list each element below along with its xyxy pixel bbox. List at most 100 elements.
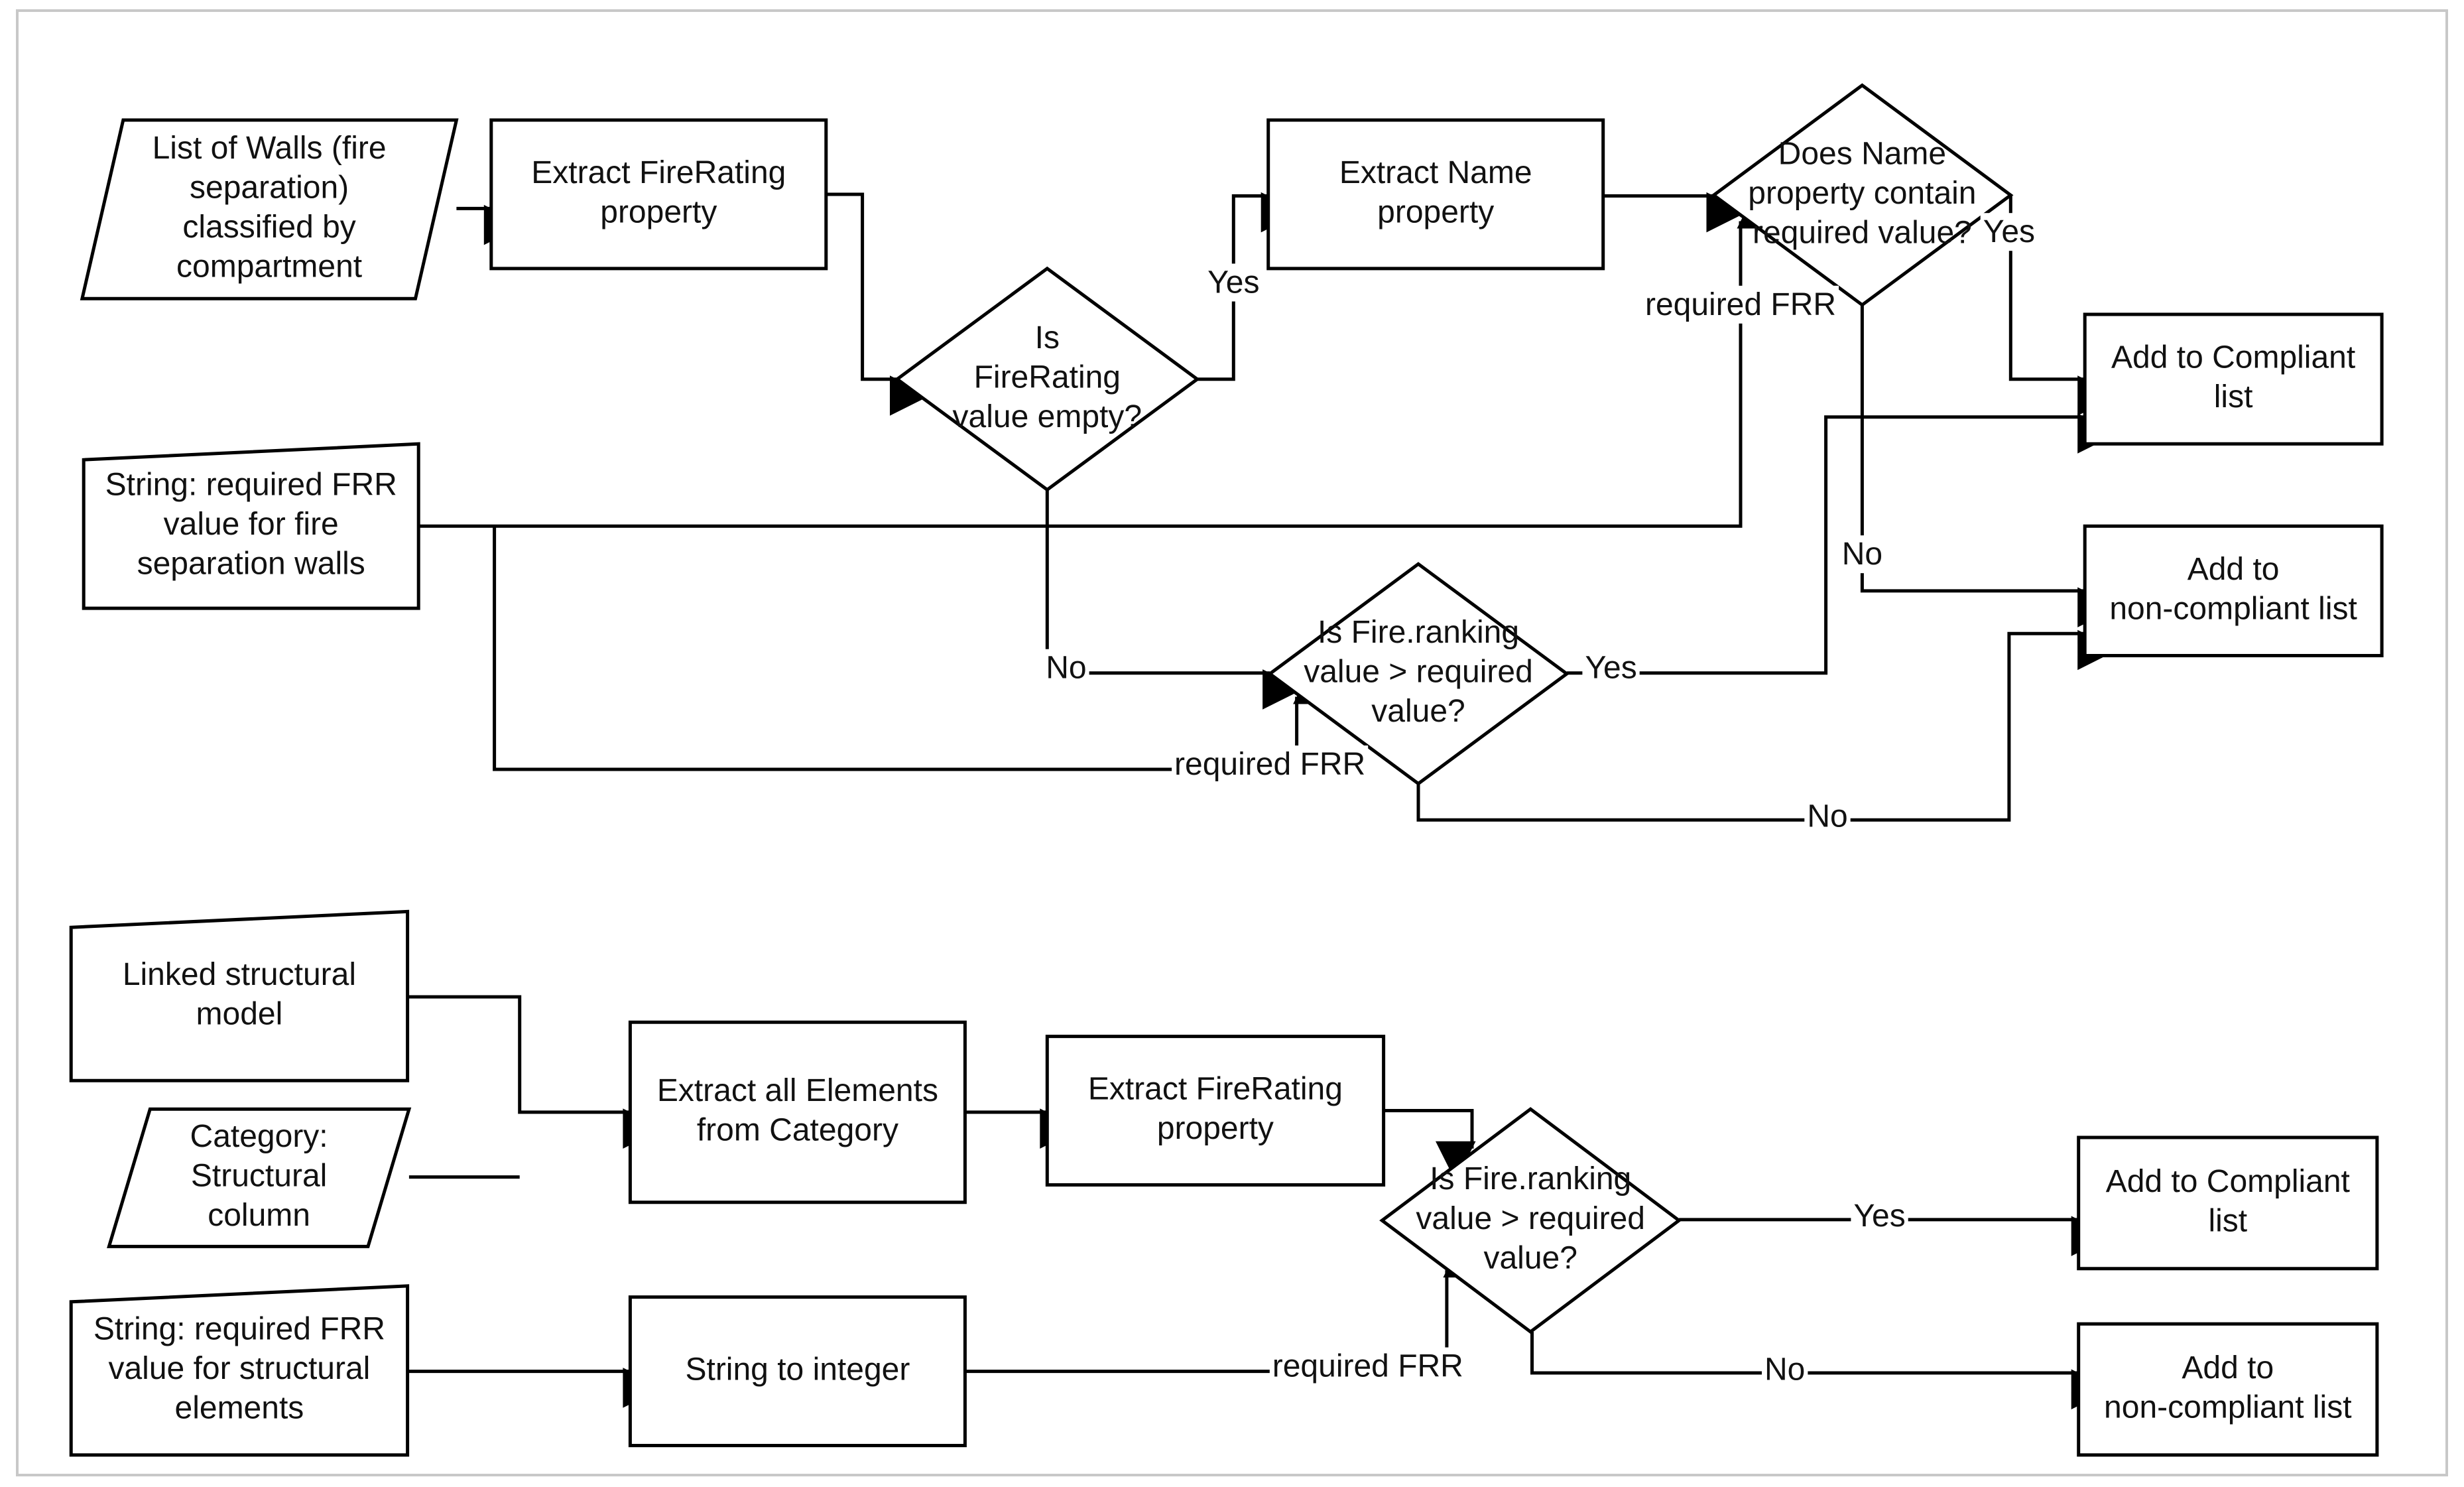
edge-label-text: required FRR [1174,747,1365,782]
connector-is_fire_ranking_1-to-noncompliant_1 [1416,629,2118,822]
rect-shape [1045,1035,1386,1187]
node-label-line: property [1377,194,1494,229]
node-label-line: String to integer [685,1352,910,1387]
edge-label-background [1642,285,1839,324]
node-label-line: non-compliant list [2109,591,2357,626]
node-label-line: Extract FireRating [531,155,786,190]
edge-label-string_frr_walls-to-does_name_contain: required FRR [1642,285,1839,324]
manual-input-shape [82,442,420,610]
edge-label-does_name_contain-to-noncompliant_1: No [1839,535,1886,574]
edge-label-background [1804,797,1851,836]
connector-extract_firerating_1-to-is_firerating_empty [826,192,930,416]
connector-is_fire_ranking_2-to-noncompliant_2 [1530,1332,2112,1409]
diamond-shape [1711,83,2014,307]
node-label-line: Extract Name [1339,155,1532,190]
edge-label-is_fire_ranking_2-to-noncompliant_2: No [1762,1350,1808,1389]
node-label-line: Is Fire.ranking [1318,615,1519,650]
edge-label-text: Yes [1207,265,1259,300]
edge-label-text: No [1046,651,1086,686]
node-label-line: Extract all Elements [657,1073,938,1108]
node-label-line: FireRating [974,359,1121,395]
edge-label-text: required FRR [1645,287,1836,322]
node-label-line: from Category [697,1112,898,1147]
edge-label-background [1762,1350,1808,1389]
node-label-line: String: required FRR [105,467,397,502]
edge-label-background [1172,745,1369,783]
rect-shape [628,1020,967,1204]
node-linked-model: Linked structural model [69,909,410,1082]
node-extract-all-elements: Extract all Elements from Category [628,1020,967,1204]
node-label-line: non-compliant list [2104,1390,2352,1425]
edge-label-string_frr_walls-to-is_fire_ranking_1: required FRR [1172,745,1369,783]
node-label-line: value > required [1416,1201,1645,1236]
node-label-line: property contain [1748,176,1976,211]
diamond-shape [1266,562,1570,786]
edge-label-string_to_integer-to-is_fire_ranking_2: required FRR [1269,1347,1466,1386]
node-label-line: property [600,194,717,229]
node-label-line: classified by [182,210,355,245]
edge-label-background [1582,649,1640,687]
node-label-line: model [196,996,283,1031]
node-label-line: list [2208,1203,2247,1238]
node-label-line: Linked structural [123,957,356,992]
node-label-line: value for fire [164,507,339,542]
edge-label-is_fire_ranking_2-to-compliant_2: Yes [1851,1197,1908,1236]
edge-label-text: Yes [1983,214,2035,249]
rect-shape [489,118,828,271]
node-label-line: value? [1371,694,1465,729]
parallelogram-shape [80,118,459,300]
node-extract-firerating-1: Extract FireRating property [489,118,828,271]
edge-label-is_firerating_empty-to-extract_name: Yes [1205,263,1263,302]
edge-label-text: Yes [1853,1198,1905,1234]
edge-label-text: required FRR [1272,1348,1463,1384]
node-label-line: Does Name [1778,136,1946,171]
edge-label-text: No [1842,537,1882,572]
node-label-line: Is [1035,320,1060,356]
node-noncompliant-1: Add to non-compliant list [2083,524,2384,657]
node-label-line: compartment [176,249,362,285]
parallelogram-shape [107,1107,412,1248]
edge-label-does_name_contain-to-compliant_1: Yes [1980,213,2038,251]
rect-shape [2083,312,2384,446]
node-label-line: Add to [2182,1350,2274,1386]
edge-label-text: No [1764,1352,1805,1387]
node-string-frr-structural: String: required FRR value for structural… [69,1284,410,1457]
connector-is_fire_ranking_1-to-compliant_1 [1566,413,2118,675]
node-label-line: Add to [2187,552,2280,587]
diamond-shape [894,266,1200,492]
node-label-line: Is Fire.ranking [1430,1161,1631,1196]
node-label-line: Category: [190,1119,328,1154]
edge-label-is_fire_ranking_1-to-noncompliant_1: No [1804,797,1851,836]
node-label-line: list [2214,379,2253,415]
rect-shape [1266,118,1605,271]
node-label-line: separation) [190,170,349,205]
node-label-line: value for structural [108,1351,370,1386]
rect-shape [2083,524,2384,657]
rect-shape [628,1295,967,1447]
edge-label-background [1980,213,2038,251]
connector-does_name_contain-to-noncompliant_1 [1860,304,2118,627]
node-walls-list: List of Walls (fire separation) classified… [80,118,459,300]
rect-shape [2077,1135,2379,1271]
nodes: List of Walls (fire separation) classified… [69,83,2384,1457]
edge-label-background [1205,263,1263,302]
node-label-line: elements [175,1391,304,1426]
node-noncompliant-2: Add to non-compliant list [2077,1322,2379,1457]
edge-label-background [1851,1197,1908,1236]
node-label-line: String: required FRR [93,1311,385,1346]
node-label-line: Extract FireRating [1088,1071,1343,1106]
edge-label-background [1269,1347,1466,1386]
node-label-line: value empty? [953,399,1142,434]
manual-input-shape [69,1284,410,1457]
node-label-line: column [208,1198,310,1233]
node-label-line: List of Walls (fire [153,131,387,166]
node-extract-name: Extract Name property [1266,118,1605,271]
